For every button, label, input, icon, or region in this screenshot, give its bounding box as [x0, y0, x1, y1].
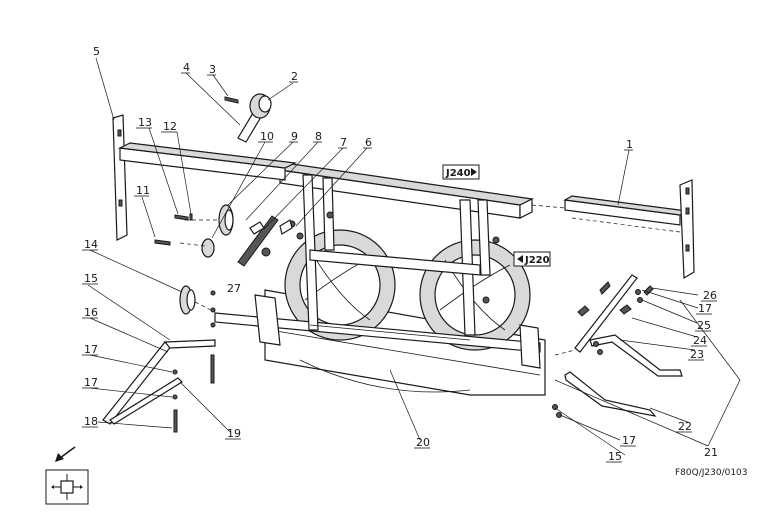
callout-1: 1: [626, 138, 633, 151]
callout-17: 17: [84, 376, 98, 389]
callout-7: 7: [340, 136, 347, 149]
callout-17: 17: [698, 302, 712, 315]
arrow-southwest-icon: [55, 446, 76, 462]
callout-17: 17: [622, 434, 636, 447]
shaft-pulley: [179, 285, 216, 315]
callout-18: 18: [84, 415, 98, 428]
cross-square-icon: [45, 469, 89, 505]
callout-15: 15: [608, 450, 622, 463]
callout-27: 27: [227, 282, 241, 295]
leader-lines: [87, 57, 741, 456]
callout-22: 22: [678, 420, 692, 433]
ref-box-j220: J220: [513, 251, 551, 267]
callout-10: 10: [260, 130, 274, 143]
right-beam-part: [563, 179, 695, 280]
arrow-right-icon: [471, 168, 477, 176]
callout-26: 26: [703, 289, 717, 302]
callout-16: 16: [84, 306, 98, 319]
svg-text:J240: J240: [445, 168, 471, 179]
callout-21: 21: [704, 446, 718, 459]
callout-14: 14: [84, 238, 98, 251]
left-bracket-group: [102, 290, 216, 433]
callout-24: 24: [693, 334, 707, 347]
callout-4: 4: [183, 61, 190, 74]
main-frame: [214, 163, 566, 396]
callout-3: 3: [209, 63, 216, 76]
callout-20: 20: [416, 436, 430, 449]
callout-11: 11: [136, 184, 150, 197]
callout-23: 23: [690, 348, 704, 361]
callout-15: 15: [84, 272, 98, 285]
callout-17: 17: [84, 343, 98, 356]
callout-6: 6: [365, 136, 372, 149]
callout-9: 9: [291, 130, 298, 143]
drawing-code: F80Q/J230/0103: [675, 468, 748, 478]
callout-8: 8: [315, 130, 322, 143]
callout-25: 25: [697, 319, 711, 332]
svg-text:J220: J220: [524, 255, 550, 266]
ref-box-j240: J240: [442, 164, 480, 180]
arrow-left-icon: [517, 255, 523, 263]
callout-19: 19: [227, 427, 241, 440]
callout-12: 12: [163, 120, 177, 133]
callout-13: 13: [138, 116, 152, 129]
sprocket-group: [154, 204, 293, 267]
callout-5: 5: [93, 45, 100, 58]
callout-labels: 1 2 3 4 5 6 7 8 9 10 11 12 13 14 15 16 1…: [82, 45, 718, 463]
left-beam-part: [112, 114, 298, 241]
callout-2: 2: [291, 70, 298, 83]
pulley-group: [224, 93, 272, 143]
right-handle-group: [552, 274, 683, 418]
